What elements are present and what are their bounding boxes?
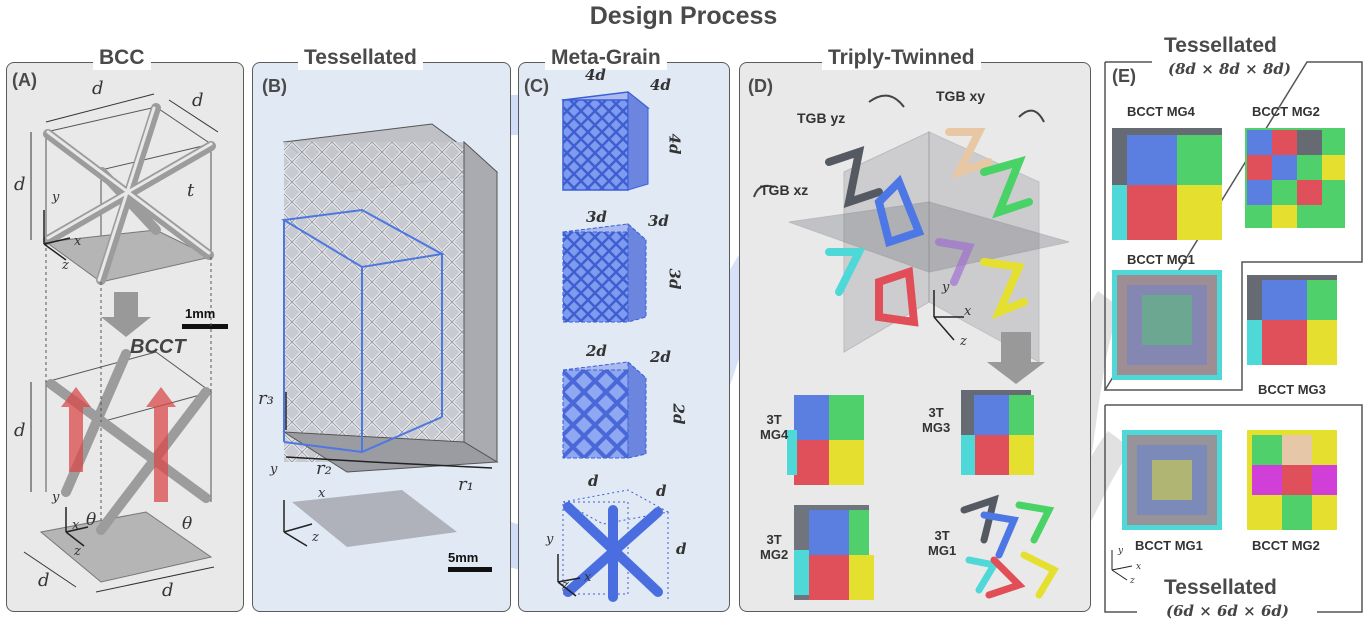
figure-title: Design Process	[589, 2, 778, 30]
panel-c-label: (C)	[524, 76, 549, 96]
panel-e-title: Tessellated	[1164, 34, 1277, 57]
axis-x-b: x	[318, 486, 326, 501]
panel-a-title: BCC	[93, 46, 151, 70]
axis-y-a2: y	[52, 490, 60, 505]
tessellated-lattice	[281, 123, 499, 572]
mg1-dim-right: d	[656, 482, 667, 500]
mg4-dim-top: 4d	[585, 66, 606, 84]
axis-y-d: y	[942, 280, 950, 295]
axis-x-a1: x	[74, 234, 82, 249]
tgb-yz-label: TGB yz	[797, 110, 846, 126]
mg1-dim-side: d	[676, 540, 687, 558]
axis-z-a1: z	[62, 258, 69, 273]
dim-d-left2: d	[14, 420, 26, 441]
triply-twinned-grains	[753, 94, 1070, 384]
axis-z-e: z	[1130, 576, 1135, 586]
tgb-xy-label: TGB xy	[936, 88, 986, 104]
dim-d-bottom: d	[162, 580, 174, 601]
axis-z-a2: z	[74, 544, 81, 559]
axis-y-c: y	[546, 532, 554, 547]
label-bcct-mg1-bottom: BCCT MG1	[1135, 538, 1203, 553]
panel-d-title: Triply-Twinned	[822, 46, 981, 70]
vector-r1: r₁	[458, 474, 474, 495]
label-bcct-mg2-top: BCCT MG2	[1252, 104, 1320, 119]
mg2-dim-right: 2d	[650, 348, 671, 366]
axis-y-a1: y	[52, 190, 60, 205]
axis-x-c: x	[584, 570, 592, 585]
mg4-dim-right: 4d	[650, 76, 671, 94]
axis-x-d: x	[964, 304, 972, 319]
axis-x-a2: x	[72, 518, 80, 533]
mg4-dim-side: 4d	[665, 133, 684, 155]
scale-5mm: 5mm	[448, 550, 479, 565]
panel-e-bottom-subtitle: (6d × 6d × 6d)	[1166, 602, 1289, 620]
three-t-blocks	[787, 390, 1059, 600]
label-bcct-mg1-top: BCCT MG1	[1127, 252, 1195, 267]
panel-c-title: Meta-Grain	[545, 46, 667, 70]
panel-a-label: (A)	[12, 70, 37, 90]
mg3-dim-top: 3d	[586, 208, 607, 226]
label-bcct-mg2-bottom: BCCT MG2	[1252, 538, 1320, 553]
axis-x-e: x	[1136, 562, 1142, 572]
vector-r2: r₂	[316, 458, 332, 479]
label-bcct-mg4: BCCT MG4	[1127, 104, 1195, 119]
dim-t: t	[187, 180, 195, 201]
theta-left: θ	[86, 510, 97, 530]
axis-y-e: y	[1118, 546, 1124, 556]
mg2-dim-top: 2d	[586, 342, 607, 360]
axis-z-c: z	[562, 578, 569, 593]
axis-y-b: y	[270, 462, 278, 477]
panel-e-bottom-title: Tessellated	[1164, 576, 1277, 599]
panel-e-frame	[1103, 61, 1363, 613]
panel-e-subtitle: (8d × 8d × 8d)	[1168, 60, 1291, 78]
bcc-unit-cell	[23, 93, 228, 593]
axis-z-d: z	[960, 334, 967, 349]
mg3-dim-right: 3d	[648, 212, 669, 230]
tessellated-bcct-blocks	[1111, 128, 1345, 581]
theta-right: θ	[182, 514, 193, 534]
dim-d-left: d	[14, 174, 26, 195]
mg3-dim-side: 3d	[665, 268, 684, 290]
scale-1mm: 1mm	[185, 306, 216, 321]
mg1-dim-top: d	[588, 472, 599, 490]
meta-grain-stack	[557, 90, 670, 602]
panel-b-label: (B)	[262, 76, 287, 96]
panel-b-title: Tessellated	[298, 46, 423, 70]
label-bcct-mg3: BCCT MG3	[1258, 382, 1326, 397]
vector-r3: r₃	[258, 388, 274, 409]
mg2-dim-side: 2d	[669, 403, 688, 425]
dim-d-right: d	[192, 90, 204, 111]
axis-z-b: z	[312, 530, 319, 545]
panel-e-label: (E)	[1112, 66, 1136, 86]
tgb-xz-label: TGB xz	[760, 182, 809, 198]
dim-d-top: d	[92, 78, 104, 99]
panel-d-label: (D)	[748, 76, 773, 96]
dim-d-bottom-left: d	[38, 570, 50, 591]
bcct-label: BCCT	[130, 336, 186, 358]
